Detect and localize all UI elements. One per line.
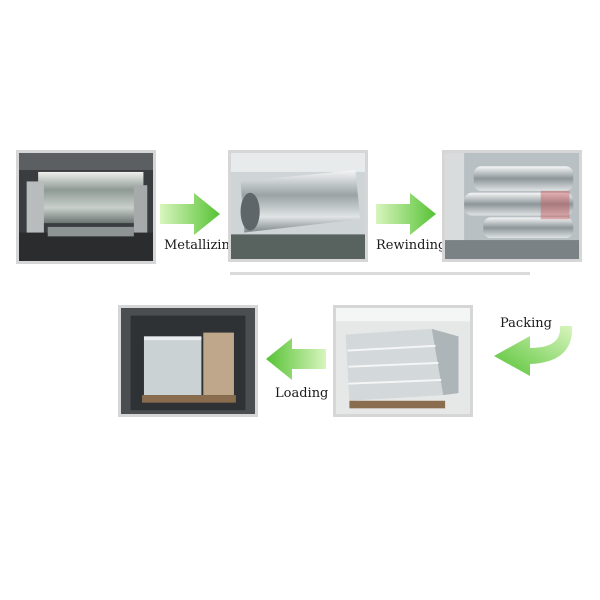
- step-label-loading: Loading: [275, 386, 329, 401]
- photo-film-roll-machine: [16, 150, 156, 264]
- step-label-packing: Packing: [500, 316, 552, 331]
- arrow-right-icon: [376, 193, 436, 235]
- curved-arrow-icon: [490, 322, 576, 378]
- step-label-rewinding: Rewinding: [376, 238, 447, 253]
- photo-metallizing: [228, 150, 368, 262]
- arrow-left-icon: [266, 338, 326, 380]
- photo-rewinding: [442, 150, 582, 262]
- photo-packing: [333, 305, 473, 417]
- arrow-right-icon: [160, 193, 220, 235]
- faint-caption-strip: [230, 262, 530, 275]
- step-label-metallizing: Metallizing: [164, 238, 239, 253]
- photo-loading-container: [118, 305, 258, 417]
